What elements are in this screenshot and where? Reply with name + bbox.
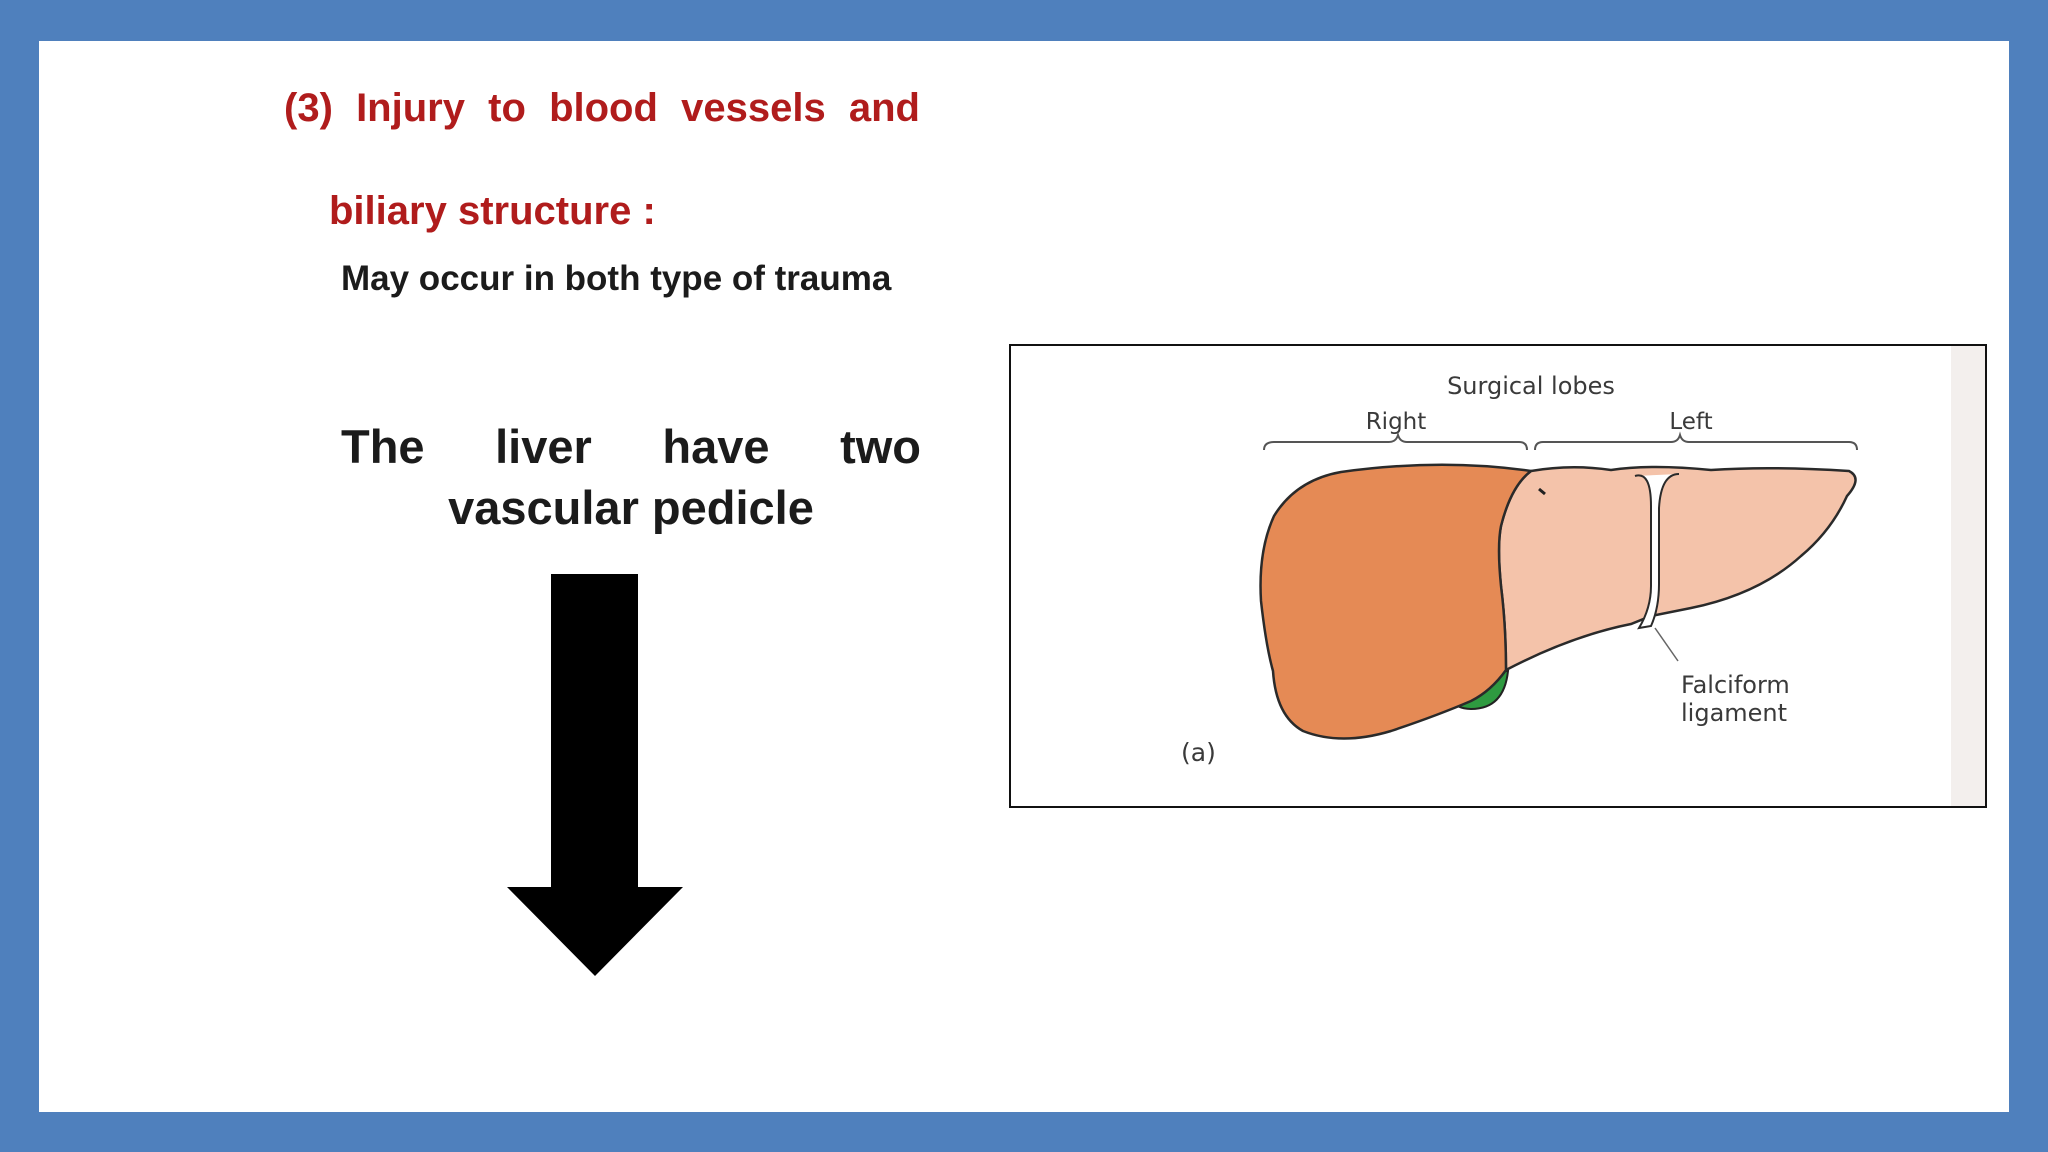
- slide: (3) Injury to blood vessels and biliary …: [39, 41, 2009, 1112]
- right-lobe-bracket: [1263, 431, 1528, 451]
- statement: The liver have two vascular pedicle: [341, 417, 921, 539]
- falciform-ligament: [1634, 473, 1680, 630]
- left-lobe-bracket: [1534, 431, 1858, 451]
- scan-edge-shading: [1951, 346, 1985, 806]
- slide-heading-line1: (3) Injury to blood vessels and: [284, 86, 920, 131]
- heading-word: Injury: [356, 86, 465, 130]
- ligament-leader-line: [1654, 627, 1679, 662]
- right-lobe-label: Right: [1366, 409, 1427, 435]
- ligament-label-line2: ligament: [1681, 699, 1787, 727]
- statement-line1: The liver have two: [341, 417, 921, 477]
- heading-word: vessels: [681, 86, 826, 130]
- down-arrow-icon: [507, 574, 683, 981]
- heading-word: blood: [549, 86, 658, 130]
- slide-heading-line2: biliary structure :: [329, 189, 656, 233]
- ligament-label-line1: Falciform: [1681, 671, 1790, 699]
- heading-number: (3): [284, 86, 333, 130]
- right-surgical-lobe: [1259, 463, 1535, 740]
- subtext: May occur in both type of trauma: [341, 259, 892, 298]
- statement-word: liver: [495, 420, 592, 473]
- left-surgical-lobe: [1497, 465, 1857, 673]
- statement-word: two: [840, 420, 921, 473]
- statement-word: The: [341, 420, 425, 473]
- heading-word: and: [848, 86, 920, 130]
- heading-word: to: [488, 86, 526, 130]
- statement-line2: vascular pedicle: [448, 481, 814, 534]
- left-lobe-label: Left: [1669, 409, 1712, 435]
- liver-diagram: Surgical lobes Right Left Falciform liga…: [1009, 344, 1987, 808]
- diagram-title: Surgical lobes: [1447, 372, 1615, 400]
- statement-word: have: [662, 420, 770, 473]
- panel-label: (a): [1181, 738, 1216, 767]
- marker-tick: [1538, 487, 1546, 496]
